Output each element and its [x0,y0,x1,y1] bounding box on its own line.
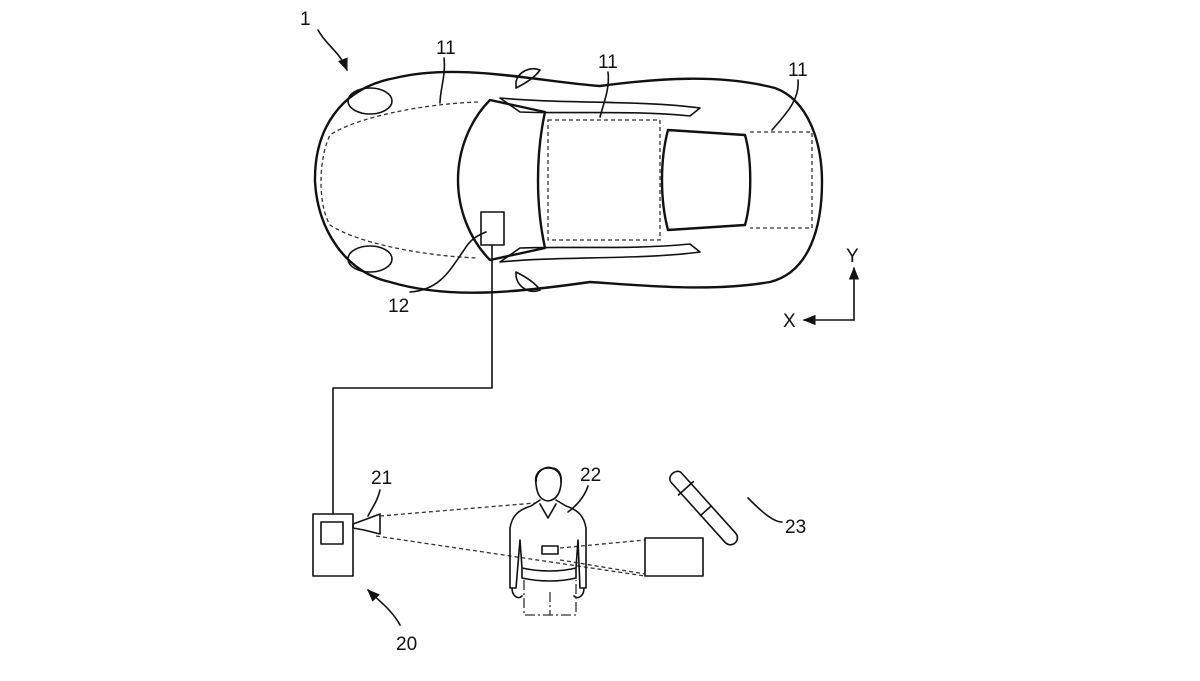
label-system: 20 [396,634,417,655]
device-housing [312,513,354,577]
control-unit-box [480,211,505,246]
label-axis-y: Y [846,246,859,267]
arrow-system [367,589,401,626]
mirror-top [515,67,541,89]
vehicle-top-view [313,67,824,294]
coordinate-axes [802,266,860,326]
rear-window [660,128,752,232]
label-zone-left: 11 [436,38,456,59]
leader-camera [367,489,381,517]
connection-cable [332,244,493,515]
side-window-bottom [499,243,701,263]
leader-zone-left [439,57,446,104]
leader-zone-middle [599,71,610,118]
headlight-top [347,87,393,115]
person-legs [523,580,577,616]
person-pocket-tag [541,545,559,555]
zone-front-dashed [320,101,479,259]
windshield [456,98,547,262]
label-vehicle: 1 [300,9,311,30]
person-belt [521,567,577,582]
sample-dash-bottom [559,559,646,575]
person-hair [535,466,562,483]
analyzer-box [644,537,704,577]
person-hand-left [511,587,523,599]
label-sample: 23 [785,517,806,538]
person-collar [539,503,557,519]
leader-sample [747,497,783,523]
camera-lens [352,513,381,535]
zone-roof-dashed [547,119,661,241]
person-hand-right [573,587,585,599]
label-zone-middle: 11 [598,52,618,73]
zone-rear-dashed [750,131,813,229]
sample-analyzer [644,470,739,577]
leader-zone-right [771,79,799,131]
detection-device [312,513,381,577]
label-camera: 21 [371,468,392,489]
side-window-top [499,97,701,117]
label-control-unit: 12 [388,296,409,317]
mirror-bottom [515,271,541,292]
sample-dash-top [559,539,646,549]
label-person: 22 [580,465,601,486]
device-screen [320,521,344,545]
person-torso [509,499,587,589]
test-tube [669,470,739,546]
leader-person [567,485,589,513]
headlight-bottom [347,245,393,273]
vehicle-body-outline [313,70,824,294]
fov-top [379,502,536,517]
label-axis-x: X [783,311,796,332]
arrow-vehicle [317,29,348,72]
leader-control-unit [409,231,487,293]
person-figure [509,466,587,616]
label-zone-right: 11 [788,60,808,81]
